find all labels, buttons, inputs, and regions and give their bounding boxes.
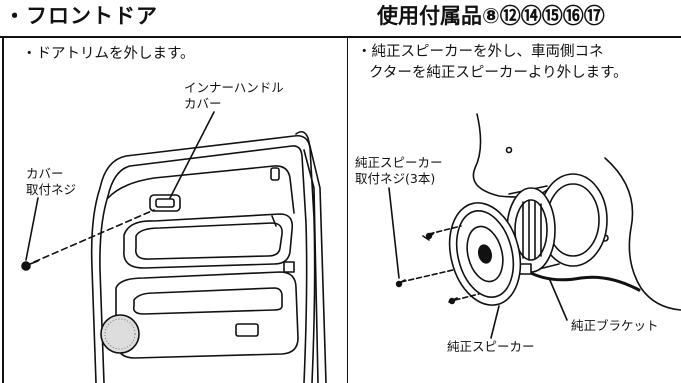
speaker-screw-label: 純正スピーカー: [355, 155, 443, 170]
accessories-used: 使用付属品⑧⑫⑭⑮⑯⑰: [377, 4, 605, 28]
door-trim-illustration: [21, 111, 327, 383]
speaker-screw-label-2: 取付ネジ(3本): [355, 171, 436, 186]
speaker-removal-panel: ・純正スピーカーを外し、車両側コネ クターを純正スピーカーより外します。 純正ス…: [349, 38, 681, 383]
door-trim-instruction: ・ドアトリムを外します。: [22, 46, 195, 62]
speaker-grille: [100, 314, 140, 354]
cover-screw-label: カバー: [26, 166, 64, 181]
section-title: ・フロントドア: [4, 4, 158, 28]
speaker-illustration: [388, 113, 681, 339]
inner-handle-cover-label: インナーハンドル: [184, 80, 284, 95]
speaker-label: 純正スピーカー: [447, 339, 535, 354]
inner-handle-cover-label-2: カバー: [184, 96, 222, 111]
bracket-label: 純正ブラケット: [571, 318, 659, 333]
door-trim-panel: ・ドアトリムを外します。 インナーハンドル カバー カバー 取付ネジ: [2, 38, 348, 383]
speaker-instruction-line2: クターを純正スピーカーより外します。: [369, 65, 628, 81]
content-frame: [0, 36, 681, 383]
speaker-instruction-line1: ・純正スピーカーを外し、車両側コネ: [357, 44, 604, 60]
cover-screw-label-2: 取付ネジ: [26, 182, 77, 197]
